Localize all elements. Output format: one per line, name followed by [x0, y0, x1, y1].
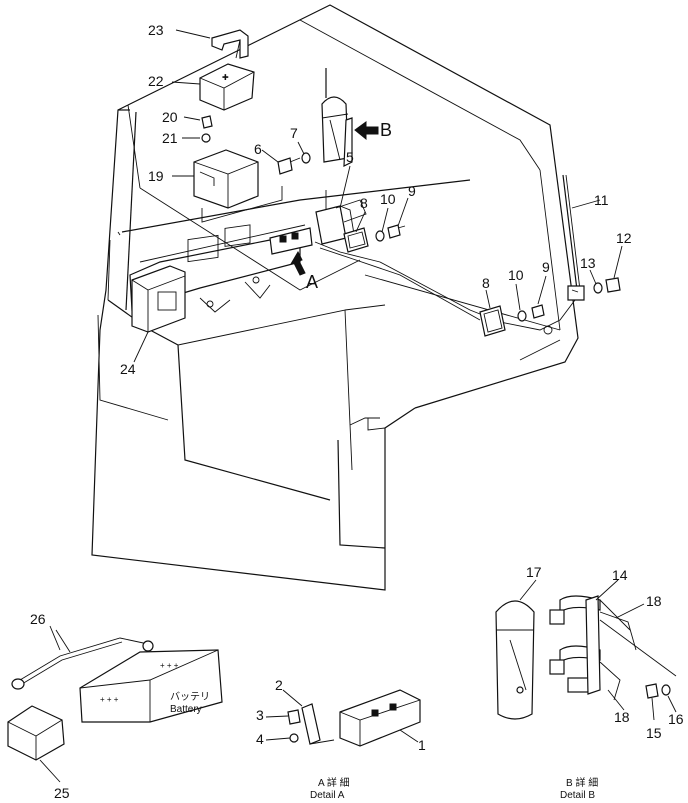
callout-11: 11 — [594, 192, 609, 208]
callout-13: 13 — [580, 255, 596, 271]
callout-10-front: 10 — [380, 191, 396, 207]
part-8-speaker-grille-front — [343, 227, 369, 253]
part-23-bracket — [211, 29, 249, 59]
callout-15: 15 — [646, 725, 662, 741]
part-25-battery-cover — [7, 705, 65, 761]
detail-b-caption-jp: B 詳 細 — [566, 776, 598, 789]
callout-21: 21 — [162, 130, 178, 146]
svg-text:✚: ✚ — [222, 73, 229, 82]
washer-7 — [301, 152, 311, 164]
callout-1: 1 — [418, 737, 426, 753]
part-16-washer — [661, 684, 671, 696]
battery-assembly: + + + + + + — [79, 649, 223, 723]
part-3-bolt — [287, 709, 301, 725]
washer-10-front — [375, 230, 385, 242]
callout-18-upper: 18 — [646, 593, 662, 609]
callout-19: 19 — [148, 168, 164, 184]
part-2-bracket — [301, 703, 335, 745]
svg-text:+ + +: + + + — [160, 661, 179, 670]
callout-8-rear: 8 — [482, 275, 490, 291]
callout-18-lower: 18 — [614, 709, 630, 725]
callout-16: 16 — [668, 711, 684, 727]
part-21-washer — [201, 133, 211, 143]
callout-8-front: 8 — [360, 195, 368, 211]
view-label-b: B — [380, 120, 392, 140]
bolt-6 — [277, 157, 301, 175]
callout-3: 3 — [256, 707, 264, 723]
leader-lines — [39, 29, 677, 783]
detail-a-caption-en: Detail A — [310, 790, 345, 801]
callout-12: 12 — [616, 230, 632, 246]
detail-a-caption-jp: A 詳 細 — [318, 776, 350, 789]
washer-10-rear — [517, 310, 527, 322]
callout-7: 7 — [290, 125, 298, 141]
callout-4: 4 — [256, 731, 264, 747]
callout-23: 23 — [148, 22, 164, 38]
callout-9-front: 9 — [408, 183, 416, 199]
part-14-bracket — [585, 595, 601, 695]
part-1-radio — [339, 689, 421, 747]
part-19-tray — [193, 149, 283, 223]
callout-10-rear: 10 — [508, 267, 524, 283]
callout-25: 25 — [54, 785, 70, 801]
radio-unit — [269, 227, 313, 255]
part-24-box — [131, 265, 186, 333]
callout-17: 17 — [526, 564, 542, 580]
callout-22: 22 — [148, 73, 164, 89]
bolt-12 — [605, 277, 621, 293]
part-22-box-lid: ✚ — [199, 63, 255, 111]
cab-body — [91, 4, 579, 591]
callout-6: 6 — [254, 141, 262, 157]
part-11-antenna — [562, 174, 585, 301]
callout-20: 20 — [162, 109, 178, 125]
part-8-speaker-grille-rear — [479, 305, 506, 337]
part-18-band — [599, 611, 637, 701]
battery-label-en: Battery — [170, 704, 202, 715]
part-17-extinguisher — [495, 600, 535, 720]
part-26-cable — [11, 637, 154, 690]
part-20-screw — [201, 115, 213, 129]
washer-13 — [593, 282, 603, 294]
view-label-a: A — [306, 272, 318, 292]
callout-9-rear: 9 — [542, 259, 550, 275]
part-15-bolt — [645, 683, 659, 699]
view-arrow-a — [289, 250, 306, 276]
view-arrow-b — [354, 121, 379, 141]
svg-text:+ + +: + + + — [100, 695, 119, 704]
part-4-washer — [289, 733, 299, 743]
callout-2: 2 — [275, 677, 283, 693]
callout-26: 26 — [30, 611, 46, 627]
bolt-9-rear — [531, 304, 545, 319]
bolt-9-front — [387, 224, 406, 239]
leader-ref-b — [599, 619, 677, 677]
callout-14: 14 — [612, 567, 628, 583]
battery-label-jp: バッテリ — [170, 691, 210, 703]
extinguisher-mounted — [321, 68, 353, 167]
callout-24: 24 — [120, 361, 136, 377]
callout-5: 5 — [346, 149, 354, 165]
detail-b-caption-en: Detail B — [560, 790, 595, 801]
